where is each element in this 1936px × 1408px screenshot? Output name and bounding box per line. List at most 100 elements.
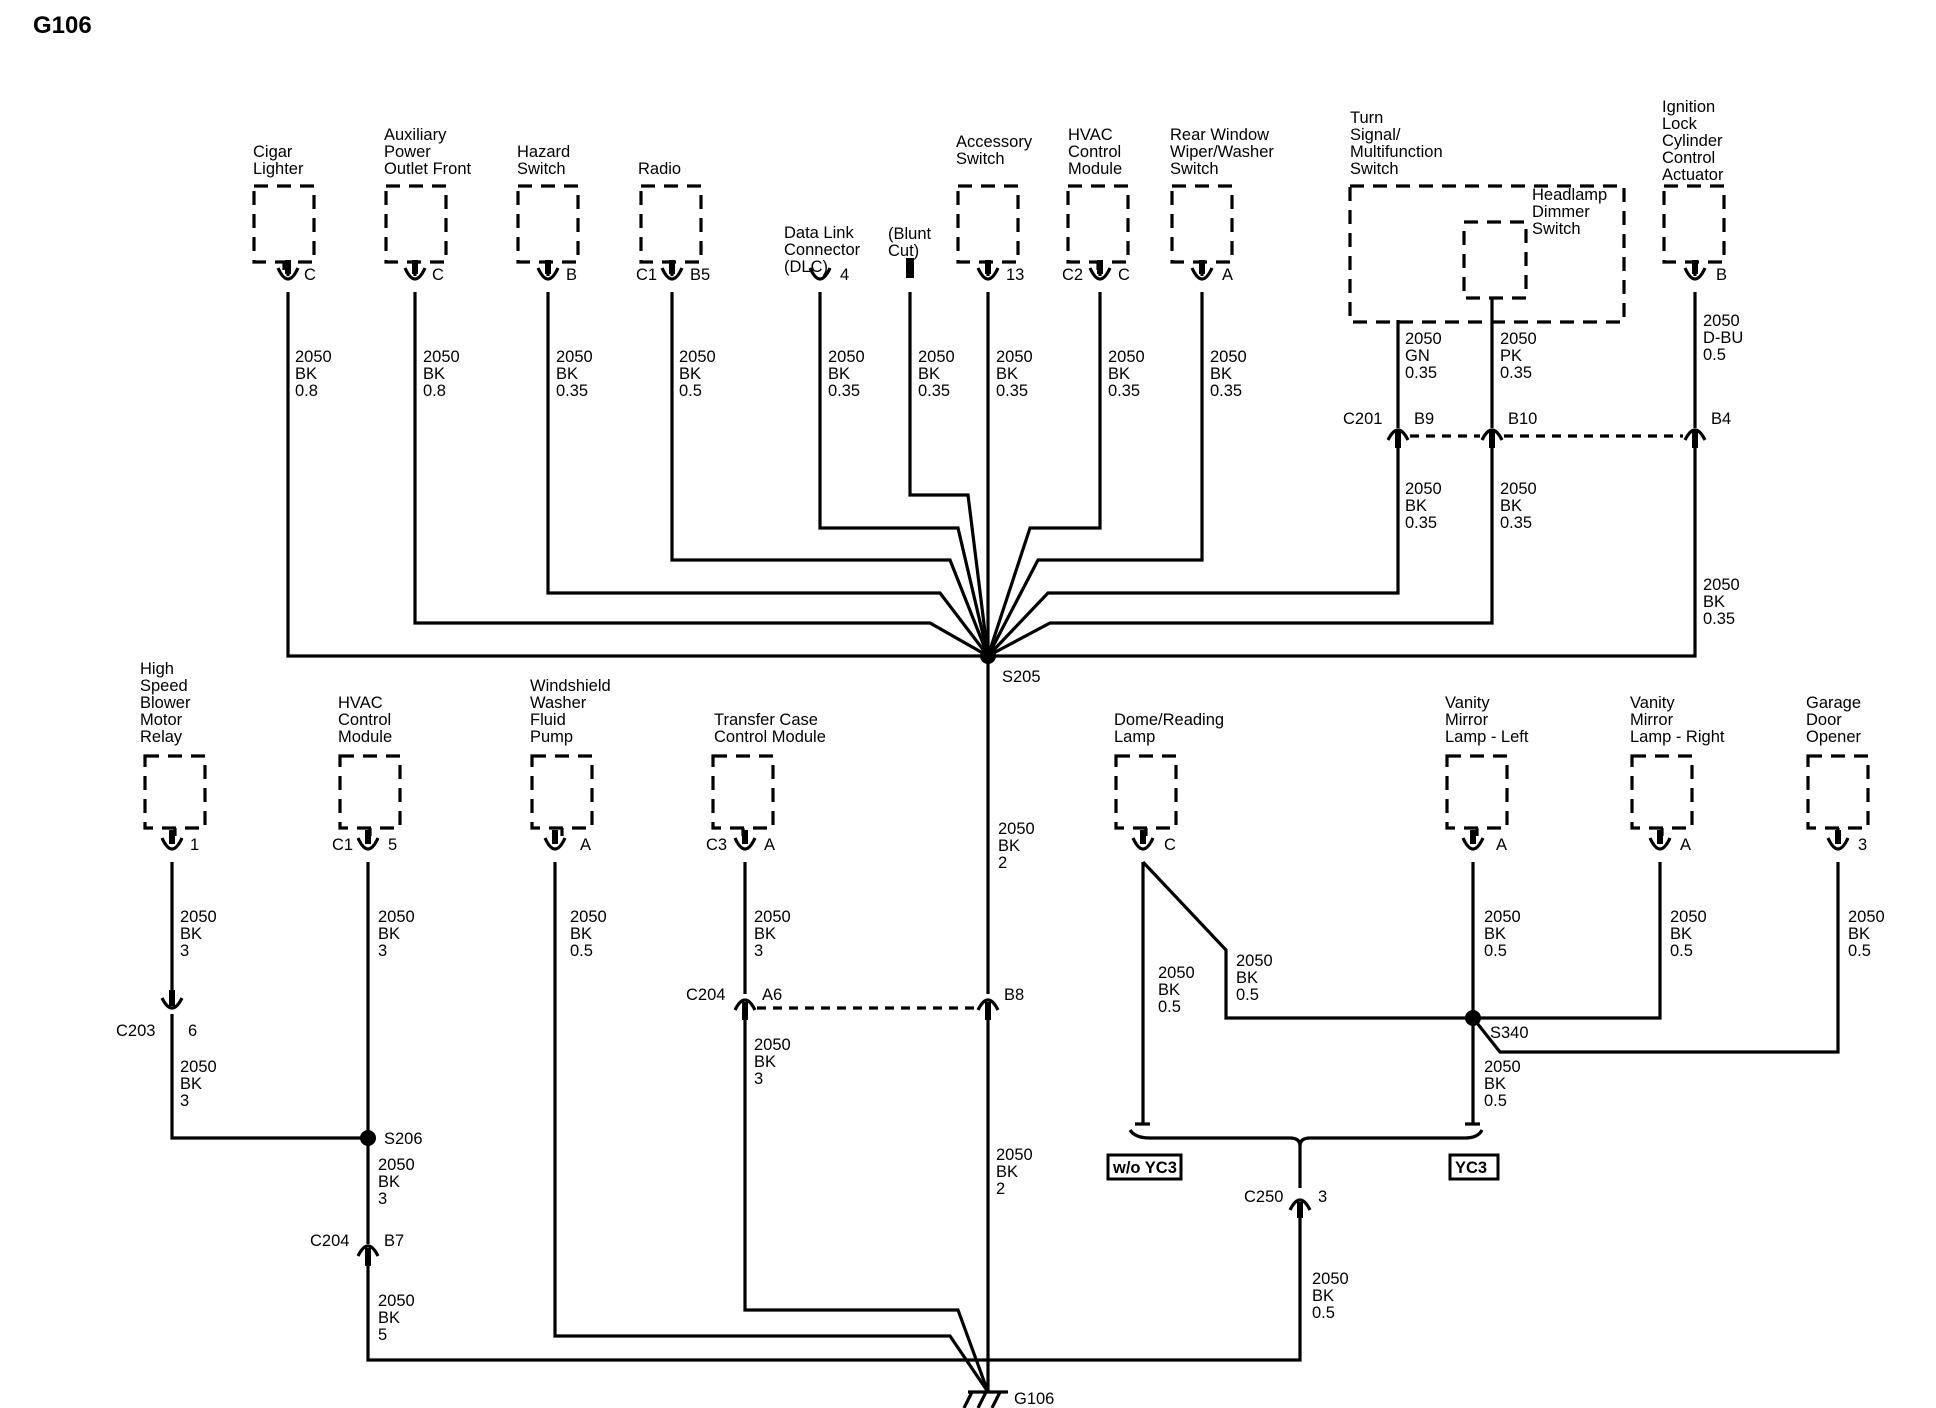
wire-label-rear: 0.35 [1210, 382, 1242, 400]
component-label-acc: Switch [956, 150, 1005, 168]
component-label-blower: Speed [140, 677, 188, 695]
component-label-blower: High [140, 660, 174, 678]
wire-c203-s206 [170, 1014, 368, 1140]
pin-cup-cigar [276, 267, 300, 281]
component-label-radio: Radio [638, 160, 681, 178]
component-label-ign: Lock [1662, 115, 1698, 133]
wire-b4 [988, 447, 1697, 658]
wire-label-dome-straight: 2050 [1158, 964, 1195, 982]
component-label-turn: Turn [1350, 109, 1383, 127]
pin-label-hvac1: C [1118, 266, 1130, 284]
pin-label-washer: A [580, 836, 591, 854]
pin-cup-garage [1826, 837, 1850, 851]
c204-a-label: C204 [686, 986, 725, 1004]
pin-blade-ign [1692, 260, 1698, 274]
wire-label-dim-top: 0.35 [1500, 364, 1532, 382]
pin-label-vml: A [1496, 836, 1507, 854]
wire-label-garage: 0.5 [1848, 942, 1871, 960]
component-label-washer: Windshield [530, 677, 611, 695]
wire-label-cigar: BK [295, 365, 317, 383]
wire-label-acc: BK [996, 365, 1018, 383]
component-label-blunt: (Blunt [888, 225, 932, 243]
wire-label-ign-top: D-BU [1703, 329, 1743, 347]
wire-label-b10: BK [1500, 497, 1522, 515]
component-label-washer: Fluid [530, 711, 566, 729]
wire-b7-ground [366, 1266, 988, 1362]
component-box-ign [1662, 184, 1726, 264]
component-box-tcase [711, 754, 775, 830]
wire-label-blunt: 2050 [918, 348, 955, 366]
component-label-blower: Blower [140, 694, 191, 712]
component-label-hvac2: HVAC [338, 694, 383, 712]
option-label-with: YC3 [1455, 1159, 1487, 1177]
pin-cup-acc [976, 267, 1000, 281]
wire-label-rear: BK [1210, 365, 1232, 383]
wire-label-blunt: BK [918, 365, 940, 383]
wire-label-dim-top: PK [1500, 347, 1522, 365]
pin-cup-hazard [536, 267, 560, 281]
wire-label-blower-bot: 3 [180, 1092, 189, 1110]
wire-label-acc: 0.35 [996, 382, 1028, 400]
pin-label-garage: 3 [1858, 836, 1867, 854]
wire-label-trunk-top: 2050 [998, 820, 1035, 838]
wire-label-hvac1: BK [1108, 365, 1130, 383]
c250-pin-label: 3 [1318, 1188, 1327, 1206]
wire-label-b4: 0.35 [1703, 610, 1735, 628]
wire-label-garage: BK [1848, 925, 1870, 943]
component-box-vmr [1630, 754, 1694, 830]
connector-label-tcase: C3 [706, 836, 727, 854]
pin-label-ign: B [1716, 266, 1727, 284]
wire-label-dome-diag: 2050 [1236, 952, 1273, 970]
wire-label-blower-bot: BK [180, 1075, 202, 1093]
component-box-aux [384, 184, 448, 264]
component-label-turn: Signal/ [1350, 126, 1401, 144]
wire-label-hvac1: 0.35 [1108, 382, 1140, 400]
pin-cup-rear [1190, 267, 1214, 281]
inline-connectors [160, 428, 1707, 1266]
wire-label-c250: 2050 [1312, 1270, 1349, 1288]
wire-label-blower-top: 3 [180, 942, 189, 960]
c204-b-label: C204 [310, 1232, 349, 1250]
component-box-hvac1 [1066, 184, 1130, 264]
wire-label-vml: 2050 [1484, 908, 1521, 926]
component-label-dimmer: Headlamp [1532, 186, 1607, 204]
c204-a6-label: A6 [762, 986, 782, 1004]
pin-cup-ign [1683, 267, 1707, 281]
component-box-blower [143, 754, 207, 830]
pin-cup-aux [403, 267, 427, 281]
pin-cup-dome [1131, 837, 1155, 851]
wire-label-s340: BK [1484, 1075, 1506, 1093]
component-label-vmr: Lamp - Right [1630, 728, 1725, 746]
c204-b7-label: B7 [384, 1232, 404, 1250]
wire-hvac1 [986, 292, 1102, 657]
component-box-acc [956, 184, 1020, 264]
wire-dome-diag [1141, 860, 1473, 1020]
pin-blade-radio [669, 260, 675, 274]
wire-label-b9: 2050 [1405, 480, 1442, 498]
component-box-hazard [516, 184, 580, 264]
connector-label-hvac2: C1 [332, 836, 353, 854]
pin-label-dlc: 4 [840, 266, 849, 284]
wire-label-aux: BK [423, 365, 445, 383]
component-label-acc: Accessory [956, 133, 1033, 151]
pin-blade-vmr [1657, 830, 1663, 844]
c204-b7-pin [356, 1244, 380, 1266]
c201-b10-label: B10 [1508, 410, 1537, 428]
pin-blade-rear [1199, 260, 1205, 274]
wire-label-hvac2: 3 [378, 942, 387, 960]
splice-s340-label: S340 [1490, 1024, 1529, 1042]
component-label-hazard: Switch [517, 160, 566, 178]
component-box-dome [1114, 754, 1178, 830]
component-label-dimmer: Switch [1532, 220, 1581, 238]
pin-label-hazard: B [566, 266, 577, 284]
component-label-dlc: Data Link [784, 224, 854, 242]
splice-s205-label: S205 [1002, 668, 1041, 686]
c201-b9-label: B9 [1414, 410, 1434, 428]
option-badge-without: w/o YC3 [1106, 1153, 1183, 1181]
wire-label-s340: 0.5 [1484, 1092, 1507, 1110]
c201-b9-pin [1386, 428, 1410, 448]
component-label-vmr: Vanity [1630, 694, 1675, 712]
component-label-dome: Lamp [1114, 728, 1155, 746]
wire-label-rear: 2050 [1210, 348, 1247, 366]
pin-label-acc: 13 [1006, 266, 1024, 284]
